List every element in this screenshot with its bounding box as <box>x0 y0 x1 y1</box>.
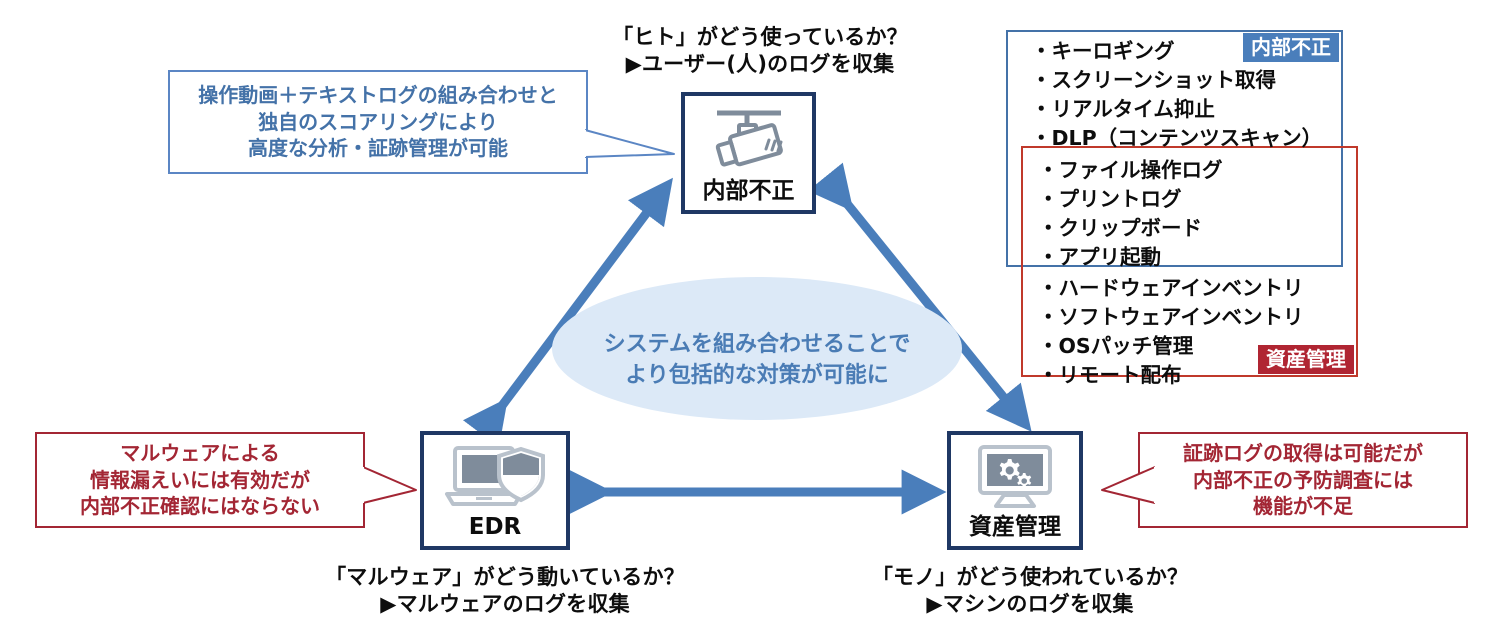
laptop-shield-icon <box>445 445 545 506</box>
node-asset-icon-wrap <box>951 435 1079 516</box>
monitor-gears-icon <box>978 444 1052 508</box>
node-insider[interactable]: 内部不正 <box>681 92 816 214</box>
caption-bottom-right: 「モノ」がどう使われているか？ ▶マシンのログを収集 <box>871 565 1189 616</box>
badge-insider: 内部不正 <box>1243 33 1339 62</box>
feature-item: ・クリップボード <box>1038 216 1202 240</box>
feature-item: ・プリントログ <box>1038 187 1182 211</box>
feature-item: ・スクリーンショット取得 <box>1031 68 1276 92</box>
callout-asset-tail <box>1101 466 1156 504</box>
callout-insider: 操作動画＋テキストログの組み合わせと 独自のスコアリングにより 高度な分析・証跡… <box>168 70 588 174</box>
caption-top: 「ヒト」がどう使っているか？ ▶ユーザー(人)のログを収集 <box>612 25 908 76</box>
center-ellipse <box>552 277 962 420</box>
callout-asset: 証跡ログの取得は可能だが 内部不正の予防調査には 機能が不足 <box>1138 432 1468 528</box>
node-edr[interactable]: EDR <box>420 431 570 550</box>
node-insider-label: 内部不正 <box>702 178 795 204</box>
caption-bottom-left: 「マルウェア」がどう動いているか？ ▶マルウェアのログを収集 <box>325 565 685 616</box>
callout-edr: マルウェアによる 情報漏えいには有効だが 内部不正確認にはならない <box>35 432 365 528</box>
feature-item: ・キーロギング <box>1031 39 1175 63</box>
feature-box-insider <box>1006 30 1343 267</box>
callout-edr-tail <box>362 466 417 504</box>
feature-item: ・ハードウェアインベントリ <box>1038 276 1304 300</box>
node-insider-icon-wrap <box>685 96 812 180</box>
feature-item: ・リモート配布 <box>1038 363 1182 387</box>
center-ellipse-text: システムを組み合わせることで より包括的な対策が可能に <box>603 332 911 388</box>
feature-item: ・リアルタイム抑止 <box>1031 97 1215 121</box>
feature-item: ・DLP（コンテンツスキャン） <box>1031 126 1323 150</box>
feature-item: ・OSパッチ管理 <box>1038 334 1194 358</box>
feature-box-asset <box>1021 146 1358 377</box>
feature-panel: ・キーロギング ・スクリーンショット取得 ・リアルタイム抑止 ・DLP（コンテン… <box>1000 26 1365 385</box>
node-edr-label: EDR <box>468 514 522 540</box>
node-asset[interactable]: 資産管理 <box>947 431 1083 550</box>
feature-item: ・ファイル操作ログ <box>1038 158 1223 182</box>
arrow-insider-asset <box>807 162 1032 432</box>
badge-asset: 資産管理 <box>1258 345 1354 374</box>
arrow-edr-insider <box>462 177 673 448</box>
security-camera-icon <box>715 110 783 167</box>
feature-item: ・ソフトウェアインベントリ <box>1038 305 1304 329</box>
callout-insider-tail <box>584 129 675 158</box>
node-edr-icon-wrap <box>424 435 566 516</box>
feature-item: ・アプリ起動 <box>1038 245 1161 269</box>
node-asset-label: 資産管理 <box>969 514 1061 540</box>
